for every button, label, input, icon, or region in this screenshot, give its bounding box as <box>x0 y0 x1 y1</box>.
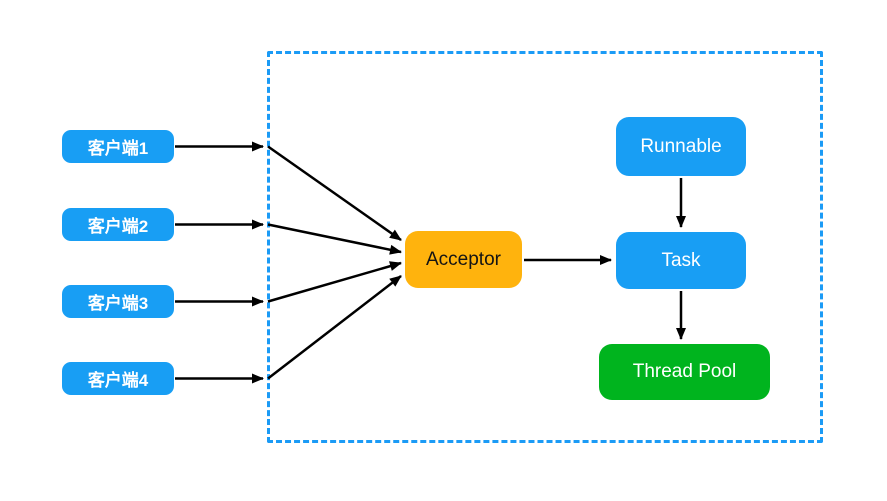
node-client-4: 客户端4 <box>62 362 174 395</box>
node-client-1: 客户端1 <box>62 130 174 163</box>
node-client-2-label: 客户端2 <box>87 217 149 236</box>
node-acceptor: Acceptor <box>405 231 522 288</box>
node-client-3-label: 客户端3 <box>87 294 149 313</box>
node-client-1-label: 客户端1 <box>87 139 149 158</box>
node-client-3: 客户端3 <box>62 285 174 318</box>
node-runnable: Runnable <box>616 117 746 176</box>
node-task-label: Task <box>661 249 701 271</box>
node-acceptor-label: Acceptor <box>426 248 501 270</box>
node-client-2: 客户端2 <box>62 208 174 241</box>
node-task: Task <box>616 232 746 289</box>
node-runnable-label: Runnable <box>640 135 722 157</box>
node-thread-pool-label: Thread Pool <box>632 361 737 382</box>
node-client-4-label: 客户端4 <box>87 371 149 390</box>
node-thread-pool: Thread Pool <box>599 344 770 400</box>
